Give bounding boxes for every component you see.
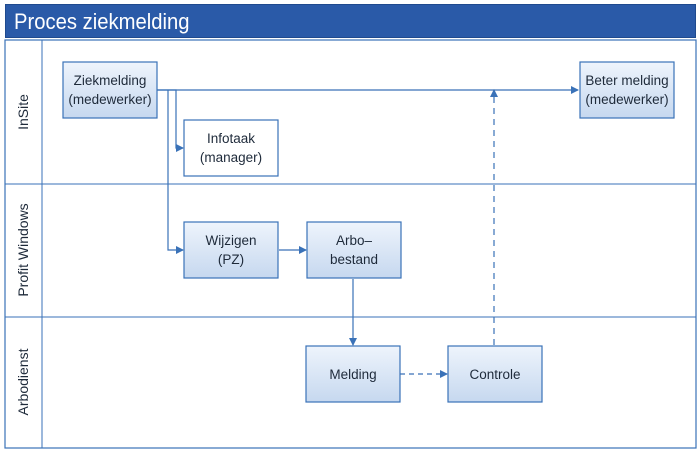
node-infotaak[interactable]: Infotaak (manager)	[183, 119, 279, 177]
lane-label-arbodienst: Arbodienst	[15, 348, 31, 415]
node-melding-line-1: Melding	[329, 367, 376, 382]
edge-ziekmelding-wijzigen	[167, 90, 184, 254]
node-wijzigen[interactable]: Wijzigen (PZ)	[183, 221, 279, 279]
lane-label-insite: InSite	[15, 94, 31, 130]
node-arbobestand[interactable]: Arbo– bestand	[306, 221, 402, 279]
node-melding[interactable]: Melding	[305, 345, 401, 403]
edge-ziekmelding-infotaak	[157, 89, 184, 152]
node-controle[interactable]: Controle	[447, 345, 543, 403]
nodes: Ziekmelding (medewerker) Infotaak (manag…	[62, 61, 675, 403]
lane-label-profit-windows: Profit Windows	[15, 203, 31, 296]
node-ziekmelding-line-1: Ziekmelding	[74, 73, 147, 88]
node-beter-line-2: (medewerker)	[585, 92, 668, 107]
node-ziekmelding-line-2: (medewerker)	[68, 92, 151, 107]
node-ziekmelding[interactable]: Ziekmelding (medewerker)	[62, 61, 158, 119]
node-controle-line-1: Controle	[469, 367, 520, 382]
node-arbobestand-line-2: bestand	[330, 252, 378, 267]
node-infotaak-line-2: (manager)	[200, 150, 262, 165]
edges	[157, 86, 579, 378]
node-beter-melding[interactable]: Beter melding (medewerker)	[579, 61, 675, 119]
node-wijzigen-line-1: Wijzigen	[205, 233, 256, 248]
node-beter-line-1: Beter melding	[585, 73, 668, 88]
node-infotaak-line-1: Infotaak	[207, 131, 255, 146]
diagram-title: Proces ziekmelding	[14, 9, 190, 34]
title-bar: Proces ziekmelding	[5, 4, 696, 38]
node-wijzigen-line-2: (PZ)	[218, 252, 244, 267]
node-arbobestand-line-1: Arbo–	[336, 233, 373, 248]
